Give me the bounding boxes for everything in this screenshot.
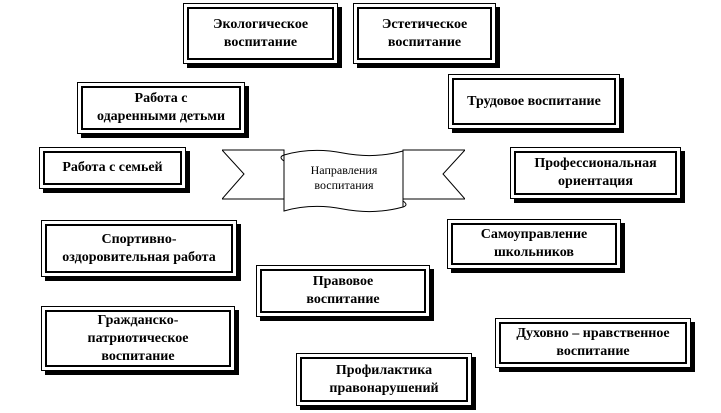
node-label: Спортивно- оздоровительная работа (62, 231, 216, 265)
node-label: Эстетическое воспитание (381, 16, 468, 50)
node-label: Духовно – нравственное воспитание (516, 326, 670, 359)
node-civic-patriotic-education: Гражданско- патриотическое воспитание (41, 306, 235, 371)
node-label: Правовое воспитание (306, 274, 380, 307)
node-spiritual-moral-education: Духовно – нравственное воспитание (495, 318, 691, 368)
node-legal-education: Правовое воспитание (256, 265, 430, 317)
node-student-self-government: Самоуправление школьников (447, 219, 621, 269)
node-label: Работа с семьей (62, 160, 163, 175)
node-label: Работа с одаренными детьми (96, 91, 226, 124)
node-offense-prevention: Профилактика правонарушений (296, 353, 472, 406)
node-label: Профессиональная ориентация (534, 156, 657, 189)
node-label: Самоуправление школьников (480, 227, 588, 260)
node-labor-education: Трудовое воспитание (448, 74, 620, 129)
central-scroll-banner (222, 149, 465, 213)
node-label: Экологическое воспитание (212, 16, 309, 50)
node-work-with-family: Работа с семьей (39, 147, 186, 189)
node-label: Гражданско- патриотическое воспитание (87, 312, 189, 364)
center-title: Направления воспитания (310, 163, 378, 192)
node-ecological-education: Экологическое воспитание (183, 3, 338, 64)
node-sports-health-work: Спортивно- оздоровительная работа (41, 220, 237, 277)
node-aesthetic-education: Эстетическое воспитание (353, 3, 496, 64)
node-label: Трудовое воспитание (467, 93, 601, 109)
node-label: Профилактика правонарушений (329, 362, 439, 396)
node-work-with-gifted-children: Работа с одаренными детьми (77, 82, 245, 134)
node-professional-orientation: Профессиональная ориентация (510, 147, 681, 199)
